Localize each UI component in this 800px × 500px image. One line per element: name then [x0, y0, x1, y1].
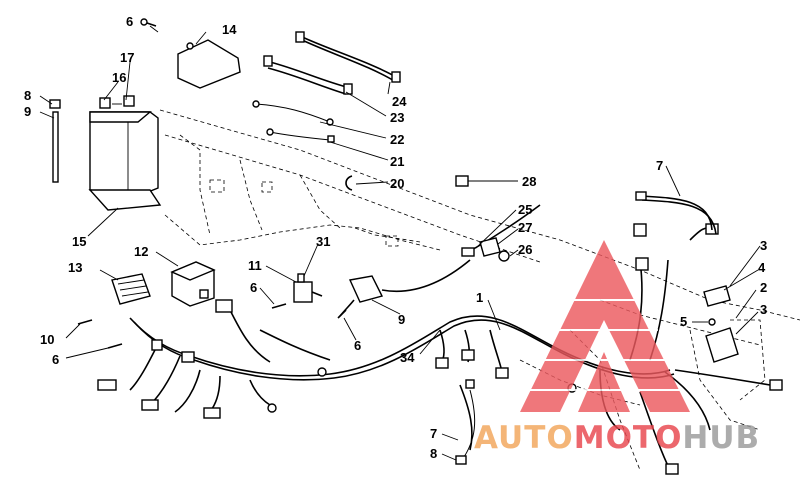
callout-label: 27	[518, 220, 532, 235]
relay	[455, 175, 469, 187]
callout-label: 23	[390, 110, 404, 125]
callout-label: 13	[68, 260, 82, 275]
callout-label: 28	[522, 174, 536, 189]
callout-label: 7	[656, 158, 663, 173]
callout-label: 11	[248, 258, 262, 273]
automotohub-watermark: AUTOMOTOHUB	[474, 240, 760, 456]
callout-label: 24	[392, 94, 407, 109]
callout-label: 5	[680, 314, 687, 329]
bolt	[107, 343, 123, 349]
regulator	[170, 261, 216, 307]
callout-label: 3	[760, 238, 767, 253]
callout-label: 22	[390, 132, 404, 147]
bolt	[77, 319, 93, 325]
callout-label: 16	[112, 70, 126, 85]
watermark-triangle-logo	[520, 240, 690, 412]
battery-pad	[88, 189, 162, 211]
watermark-text-moto: MOTO	[574, 420, 683, 456]
connector-27	[479, 237, 501, 257]
cap-26	[498, 250, 510, 262]
svg-text:AUTOMOTOHUB: AUTOMOTOHUB	[474, 420, 760, 456]
rectifier	[111, 273, 151, 305]
connector-25	[461, 247, 475, 257]
battery-terminal-positive	[99, 97, 111, 109]
callout-label: 8	[430, 446, 437, 461]
ignition-coil	[339, 259, 471, 317]
cable-24	[299, 35, 399, 79]
callout-label: 34	[400, 350, 415, 365]
battery	[89, 95, 159, 197]
callout-label: 7	[430, 426, 437, 441]
callout-label: 6	[52, 352, 59, 367]
watermark-text-auto: AUTO	[474, 420, 574, 456]
bolt	[271, 303, 287, 309]
cable-22	[255, 103, 331, 123]
cable-7-lower	[461, 389, 476, 461]
cable-7	[639, 195, 713, 231]
bolt	[337, 309, 347, 319]
callout-label: 17	[120, 50, 134, 65]
callout-label: 26	[518, 242, 532, 257]
battery-strap-rod	[52, 111, 59, 183]
callout-label: 3	[760, 302, 767, 317]
callout-label: 31	[316, 234, 330, 249]
callout-label: 15	[72, 234, 86, 249]
callout-label: 12	[134, 244, 148, 259]
callout-label: 9	[24, 104, 31, 119]
battery-terminal-negative	[123, 95, 135, 107]
callout-label: 25	[518, 202, 532, 217]
cable-23	[269, 61, 351, 89]
cable-21	[269, 131, 331, 141]
starter-relay	[293, 273, 323, 303]
clip	[345, 175, 353, 191]
callout-label: 20	[390, 176, 404, 191]
rear-component-4	[703, 285, 731, 307]
battery-bracket	[177, 39, 241, 89]
callout-label: 2	[760, 280, 767, 295]
callout-label: 4	[758, 260, 766, 275]
watermark-text-hub: HUB	[682, 420, 760, 456]
callout-label: 21	[390, 154, 404, 169]
callout-numbers: 1 2 3 3 4 5 6 6 6 6 7 7 8 8 9 9 10 11 12…	[24, 14, 767, 461]
callout-label: 10	[40, 332, 54, 347]
callout-label: 1	[476, 290, 483, 305]
callout-label: 6	[126, 14, 133, 29]
rear-component-3	[705, 327, 739, 363]
callout-label: 6	[354, 338, 361, 353]
callout-label: 6	[250, 280, 257, 295]
callout-label: 8	[24, 88, 31, 103]
leader-lines	[39, 25, 761, 461]
callout-label: 9	[398, 312, 405, 327]
callout-label: 14	[222, 22, 237, 37]
